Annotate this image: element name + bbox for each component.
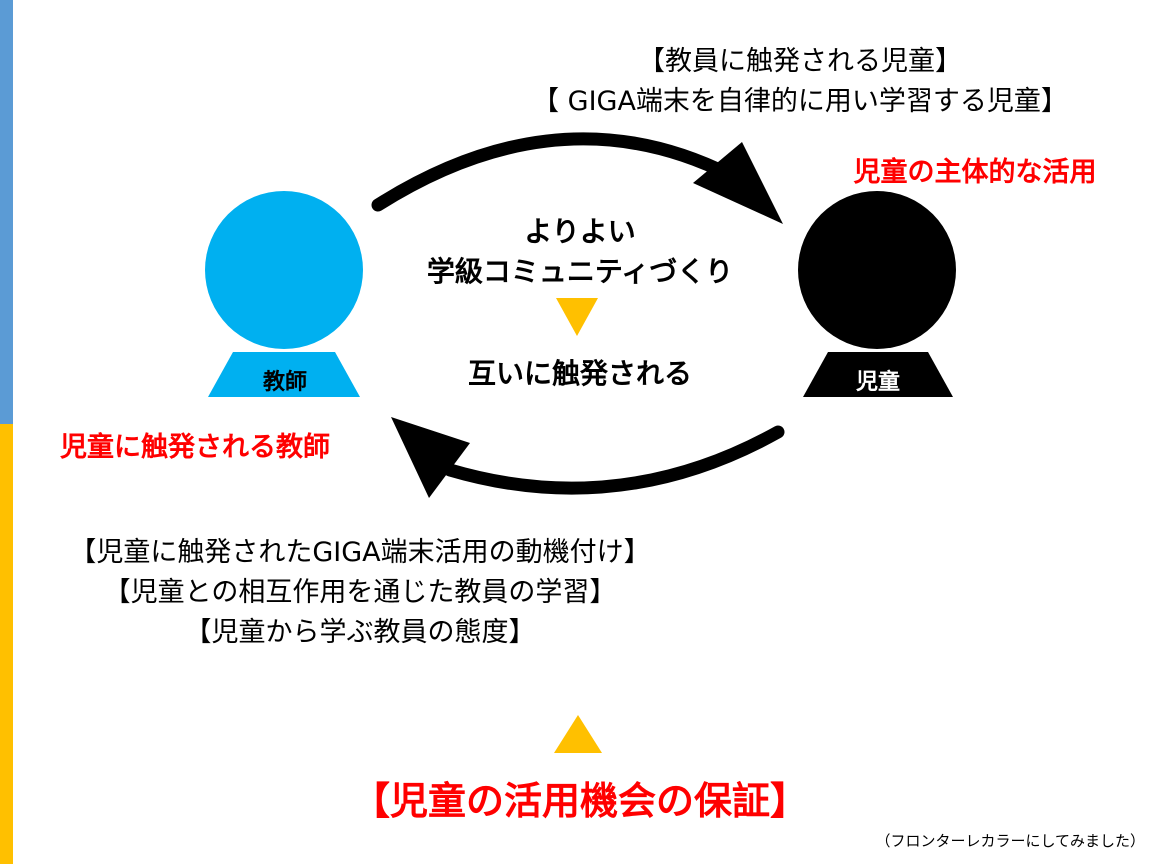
top-note-line: 【 GIGA端末を自律的に用い学習する児童】 [532, 86, 1068, 117]
sidebar-accent-gold [0, 424, 13, 864]
bottom-arrowhead [391, 417, 470, 498]
center-title: よりよい 学級コミュニティづくり [420, 212, 740, 292]
top-notes: 【教員に触発される児童】 【 GIGA端末を自律的に用い学習する児童】 [470, 42, 1130, 122]
bottom-notes: 【児童に触発されたGIGA端末活用の動機付け】 【児童との相互作用を通じた教員の… [20, 533, 700, 653]
bottom-note-line: 【児童から学ぶ教員の態度】 [184, 617, 536, 648]
bottom-up-triangle [554, 715, 602, 753]
center-title-line1: よりよい [524, 215, 636, 248]
center-subtitle: 互いに触発される [467, 357, 692, 390]
center-title-line2: 学級コミュニティづくり [426, 255, 734, 288]
student-body [803, 352, 953, 397]
student-label: 児童 [855, 370, 900, 395]
student-role-label: 児童の主体的な活用 [853, 157, 1097, 188]
bottom-note-line: 【児童に触発されたGIGA端末活用の動機付け】 [69, 537, 651, 568]
center-down-triangle [556, 298, 598, 336]
top-note-line: 【教員に触発される児童】 [638, 46, 962, 77]
teacher-role-label: 児童に触発される教師 [60, 432, 330, 463]
sidebar-accent-blue [0, 0, 13, 424]
guarantee-heading: 【児童の活用機会の保証】 [351, 779, 808, 823]
teacher-head [205, 191, 363, 349]
teacher-body [208, 352, 360, 397]
top-cycle-arrow [371, 132, 737, 212]
footnote: （フロンターレカラーにしてみました） [875, 832, 1145, 850]
student-head [798, 191, 956, 349]
bottom-cycle-arrow [443, 425, 785, 495]
bottom-note-line: 【児童との相互作用を通じた教員の学習】 [103, 577, 617, 608]
top-arrowhead [693, 142, 783, 224]
teacher-label: 教師 [262, 370, 307, 395]
